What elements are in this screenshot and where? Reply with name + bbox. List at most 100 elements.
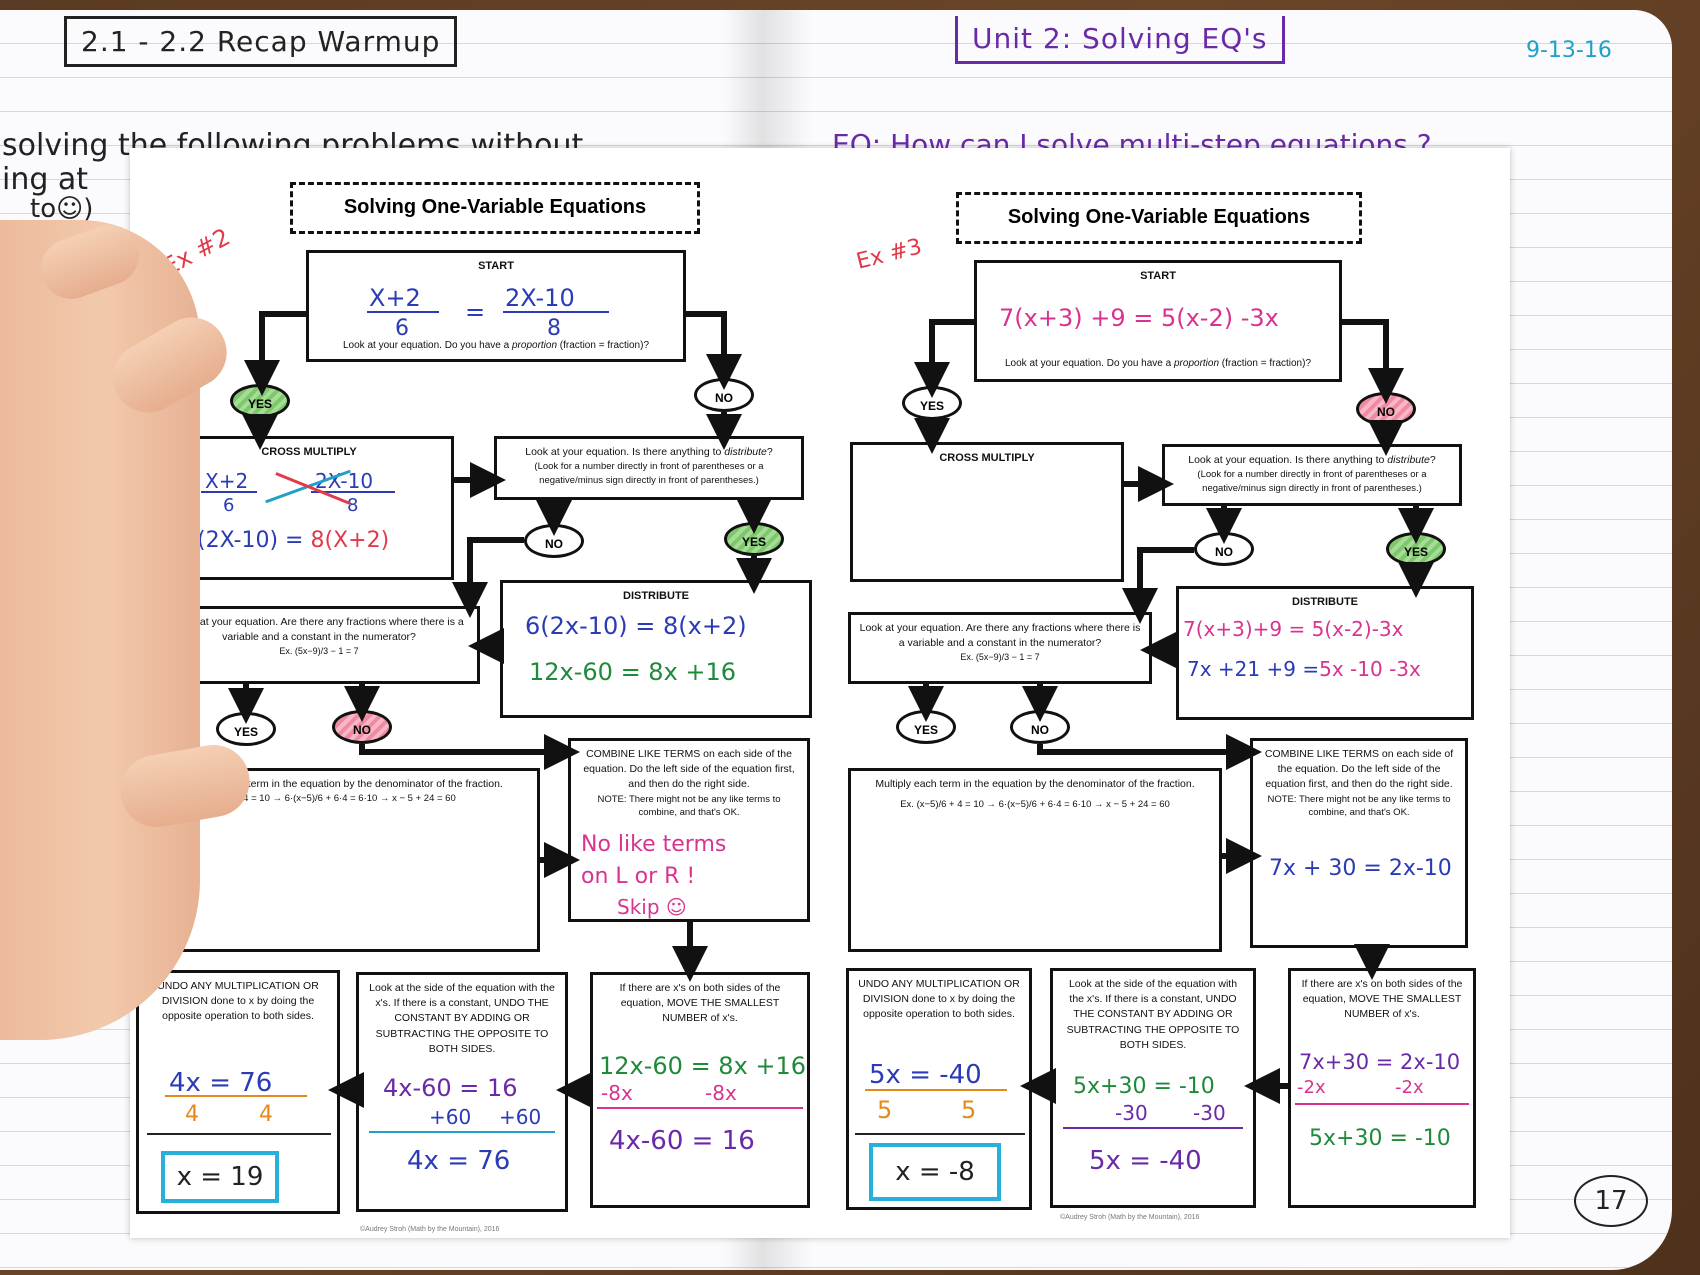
ex3-mult2b: 5 — [961, 1096, 977, 1124]
ex3-move2b: -2x — [1395, 1077, 1424, 1098]
ex2-combine-hw1: No like terms — [581, 832, 727, 857]
ex3-answer: x = -8 — [869, 1143, 1001, 1201]
ex3-multiply-ex: Ex. (x−5)/6 + 4 = 10 → 6·(x−5)/6 + 6·4 =… — [900, 799, 1170, 811]
ex2-chart-title: Solving One-Variable Equations — [290, 182, 700, 234]
ex2-arrow-start-yes — [244, 311, 306, 396]
ex3-copyright: ©Audrey Stroh (Math by the Mountain), 20… — [1060, 1214, 1200, 1221]
ex3-combine-result: 7x + 30 = 2x-10 — [1269, 856, 1452, 881]
ex3-distribute-q-box: Look at your equation. Is there anything… — [1162, 444, 1462, 506]
ex3-distribute-line2: 7x +21 +9 =5x -10 -3x — [1187, 655, 1421, 684]
ex3-fractions-q: Look at your equation. Are there any fra… — [859, 622, 1141, 650]
ex2-mult2b: 4 — [259, 1102, 273, 1127]
ex2-mult-bar — [165, 1095, 307, 1097]
ex2-distribute-box: DISTRIBUTE 6(2x-10) = 8(x+2) 12x-60 = 8x… — [500, 580, 812, 718]
ex3-move-bar — [1295, 1103, 1469, 1105]
ex2-cross-l-bar — [201, 490, 257, 493]
ex3-undo-mult-box: UNDO ANY MULTIPLICATION OR DIVISION done… — [846, 968, 1032, 1210]
right-page-header: Unit 2: Solving EQ's — [955, 16, 1285, 64]
left-note-line-3: to☺) — [30, 194, 94, 224]
prompt-a: Look at your equation. Do you have a — [342, 339, 512, 351]
prompt-c: (fraction = fraction)? — [557, 339, 650, 351]
d2b: +21 — [1217, 657, 1261, 681]
d2c: +9 — [1266, 657, 1296, 681]
ex2-start-left-bar — [367, 310, 439, 313]
ex2-const3: 4x = 76 — [407, 1146, 511, 1176]
ex2-cross-l-den: 6 — [223, 494, 235, 516]
left-page-header: 2.1 - 2.2 Recap Warmup — [64, 16, 458, 67]
ex2-combine-note: NOTE: There might not be any like terms … — [597, 793, 781, 819]
ex2-arrow-start-no — [686, 311, 742, 390]
ex3-combine-note: NOTE: There might not be any like terms … — [1267, 793, 1451, 819]
ex2-arrow-no-combine — [359, 734, 580, 770]
ex2-fractions-q: Look at your equation. Are there any fra… — [174, 616, 464, 644]
ex3-arrow-no-combine — [1037, 734, 1262, 770]
ex2-undo-const-text: Look at the side of the equation with th… — [369, 982, 555, 1055]
prompt-a: Look at your equation. Do you have a — [1004, 357, 1174, 369]
ex3-const2b: -30 — [1193, 1101, 1226, 1125]
ex3-chart-title: Solving One-Variable Equations — [956, 192, 1362, 244]
ex3-arrow-start-yes — [914, 319, 974, 398]
ex2-combine-hw2: on L or R ! — [581, 864, 696, 889]
ex2-move-bar — [597, 1107, 803, 1109]
ex3-distribute-q-note: (Look for a number directly in front of … — [1197, 469, 1427, 494]
d2a: 7x — [1187, 657, 1212, 681]
ex2-arrow-no-frac — [452, 537, 524, 618]
ex2-move-box: If there are x's on both sides of the eq… — [590, 972, 810, 1208]
ex3-mult-underline — [855, 1133, 1025, 1135]
ex3-mult2a: 5 — [877, 1096, 893, 1124]
ex2-multiply-text: h term in the equation by the denominato… — [239, 778, 503, 790]
dq-c: ? — [766, 446, 773, 458]
ex3-distribute-box: DISTRIBUTE 7(x+3)+9 = 5(x-2)-3x 7x +21 +… — [1176, 586, 1474, 720]
ex2-move-text: If there are x's on both sides of the eq… — [619, 982, 781, 1025]
ex3-distribute-q: Look at your equation. Is there anything… — [1173, 453, 1451, 468]
ex2-start-prompt: Look at your equation. Do you have a pro… — [317, 339, 675, 354]
ex2-combine-hw3: Skip ☺ — [617, 895, 687, 919]
ex3-move-text: If there are x's on both sides of the eq… — [1301, 978, 1463, 1021]
ex3-move2a: -2x — [1297, 1077, 1326, 1098]
ex2-cross-l: X+2 — [205, 468, 249, 493]
ex2-combine-box: COMBINE LIKE TERMS on each side of the e… — [568, 738, 810, 922]
ex2-distribute-q-note: (Look for a number directly in front of … — [534, 461, 764, 486]
ex3-const3: 5x = -40 — [1089, 1146, 1202, 1176]
cross-result-b: 8(X+2) — [310, 527, 390, 553]
ex2-distribute-line2: 12x-60 = 8x +16 — [529, 658, 737, 686]
ex2-multiply-ex: + 4 = 10 → 6·(x−5)/6 + 6·4 = 6·10 → x − … — [235, 793, 456, 805]
d2e: 5x — [1319, 657, 1344, 681]
ex2-cross-box: CROSS MULTIPLY X+2 6 2X-10 8 6(2X-10) = … — [164, 436, 454, 580]
ex2-move3: 4x-60 = 16 — [609, 1126, 755, 1156]
left-note-line-2: ing at — [2, 162, 89, 197]
right-page-date: 9-13-16 — [1526, 38, 1612, 63]
ex3-start-eq: 7(x+3) +9 = 5(x-2) -3x — [999, 304, 1279, 332]
ex3-mult1: 5x = -40 — [869, 1060, 982, 1090]
ex3-fractions-ex: Ex. (5x−9)/3 − 1 = 7 — [960, 652, 1040, 663]
ex2-start-left-num: X+2 — [369, 283, 421, 312]
ex3-start-label: START — [1140, 270, 1176, 282]
ex2-cross-result: 6(2X-10) = 8(X+2) — [183, 525, 389, 557]
ex3-const2a: -30 — [1115, 1101, 1148, 1125]
ex3-const1: 5x+30 = -10 — [1073, 1074, 1215, 1099]
ex3-move-box: If there are x's on both sides of the eq… — [1288, 968, 1476, 1208]
ex3-no-2: NO — [1194, 532, 1254, 566]
ex3-fractions-box: Look at your equation. Are there any fra… — [848, 612, 1152, 684]
page-number: 17 — [1574, 1175, 1648, 1227]
ex2-distribute-q-box: Look at your equation. Is there anything… — [494, 436, 804, 500]
ex2-move1: 12x-60 = 8x +16 — [599, 1052, 807, 1080]
ex3-cross-box: CROSS MULTIPLY — [850, 442, 1124, 582]
ex3-arrow-start-no — [1342, 319, 1404, 404]
ex3-undo-mult-text: UNDO ANY MULTIPLICATION OR DIVISION done… — [858, 978, 1020, 1021]
ex2-distribute-line1: 6(2x-10) = 8(x+2) — [525, 612, 747, 640]
ex3-distribute-label: DISTRIBUTE — [1292, 596, 1358, 608]
prompt-c: (fraction = fraction)? — [1219, 357, 1312, 369]
ex3-undo-const-text: Look at the side of the equation with th… — [1066, 978, 1240, 1051]
prompt-b: proportion — [512, 339, 558, 351]
cross-result-a: 6(2X-10) = — [183, 527, 304, 553]
ex2-start-right-bar — [503, 310, 609, 313]
dq-a: Look at your equation. Is there anything… — [525, 446, 725, 458]
dq-a: Look at your equation. Is there anything… — [1188, 454, 1388, 466]
ex2-undo-mult-text: UNDO ANY MULTIPLICATION OR DIVISION done… — [157, 980, 319, 1023]
ex3-arrow-no-frac — [1122, 547, 1194, 624]
ex2-mult1: 4x = 76 — [169, 1068, 273, 1098]
ex2-mult2a: 4 — [185, 1102, 199, 1127]
ex2-start-right-num: 2X-10 — [505, 283, 575, 312]
prompt-b: proportion — [1174, 357, 1220, 369]
